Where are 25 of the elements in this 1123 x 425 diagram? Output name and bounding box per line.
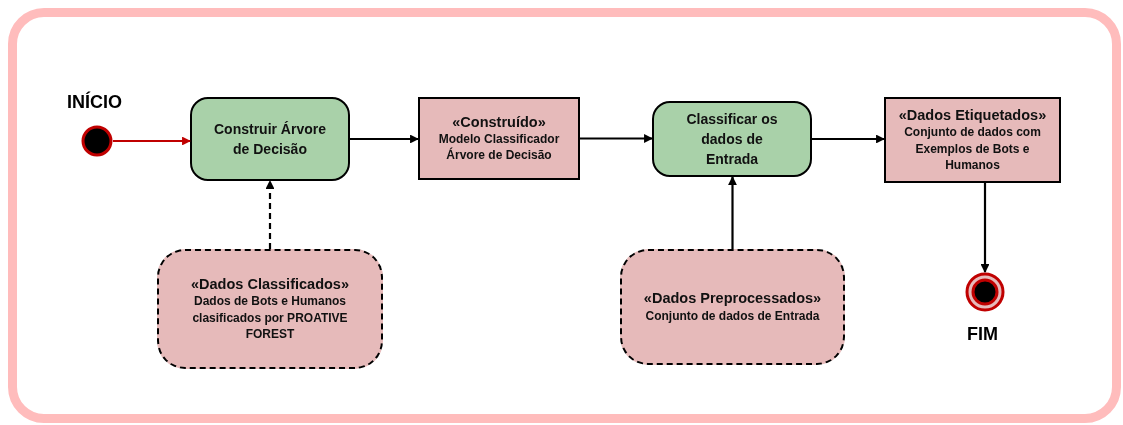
data-object-box (418, 97, 580, 180)
arrow (980, 183, 990, 273)
node-text: Modelo Classificador Árvore de Decisão (437, 131, 561, 164)
stereotype-label: «Construído» (452, 113, 546, 131)
arrow (812, 134, 885, 144)
node-text: Conjunto de dados de Entrada (645, 307, 820, 324)
arrow (580, 134, 653, 143)
node-text: Conjunto de dados com Exemplos de Bots e Humanos (903, 124, 1042, 173)
stereotype-label: «Dados Classificados» (191, 276, 349, 294)
data-object-box (157, 249, 383, 369)
arrow (113, 136, 191, 146)
node-caption: INÍCIO (67, 92, 122, 113)
node-text: Classificar os dados de Entrada (685, 109, 779, 170)
node-caption: FIM (967, 324, 998, 345)
stereotype-label: «Dados Etiquetados» (898, 107, 1047, 125)
stereotype-label: «Dados Preprocessados» (643, 290, 822, 308)
node-text: Construir Árvore de Decisão (213, 119, 327, 159)
activity-box (190, 97, 350, 181)
arrow (265, 180, 275, 249)
arrow (728, 176, 737, 249)
data-object-box (620, 249, 845, 365)
data-object-box (884, 97, 1061, 183)
node-text: Dados de Bots e Humanos clasificados por PROATIVE FOREST (191, 293, 349, 342)
arrow (350, 134, 419, 144)
activity-box (652, 101, 812, 177)
